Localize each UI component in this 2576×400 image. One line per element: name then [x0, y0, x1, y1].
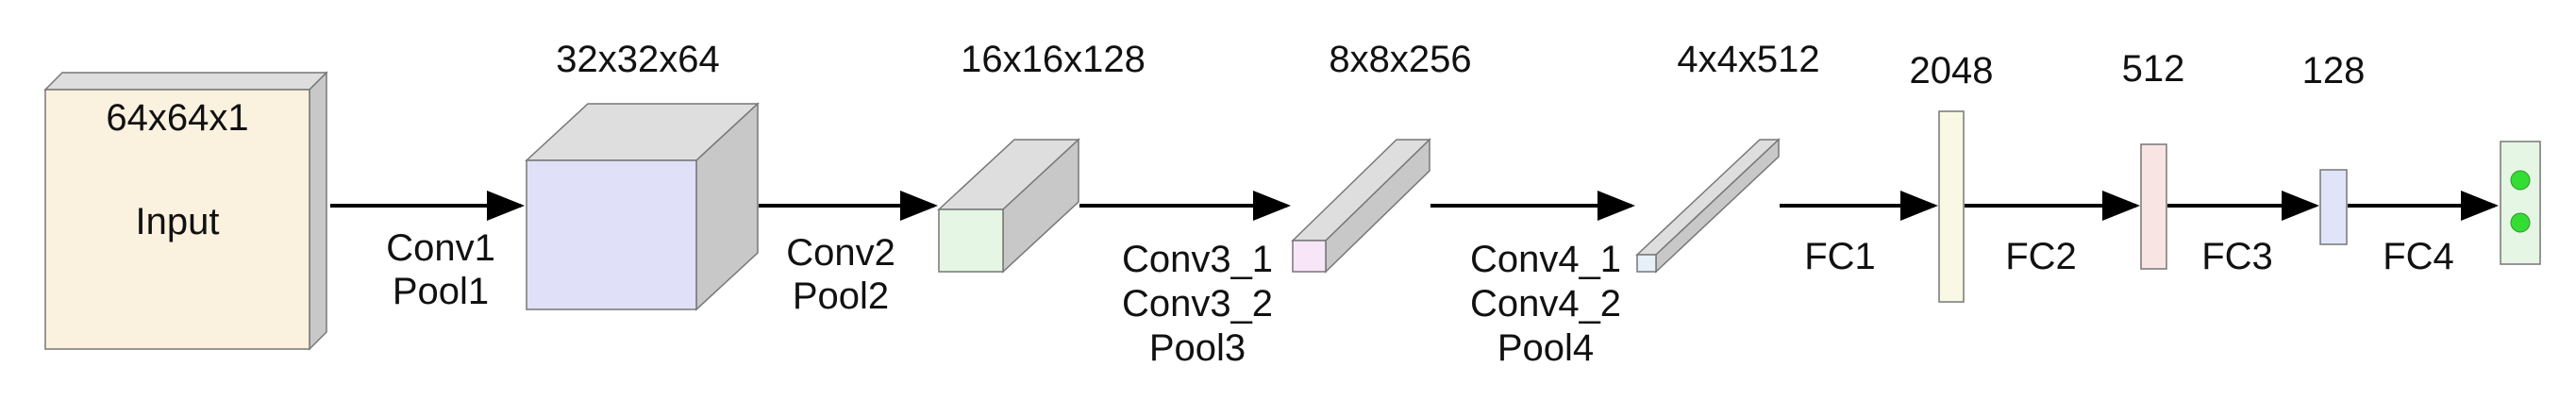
fc-layer-2-bar: [2140, 143, 2167, 270]
input-size-label: 64x64x1: [106, 97, 248, 139]
volume-4-side: [1655, 138, 1780, 274]
fc-layer-3-size-label: 128: [2302, 50, 2366, 92]
op-label-conv3-2: Conv3_2: [1122, 283, 1273, 325]
op-label-conv4-1: Conv4_1: [1470, 239, 1621, 280]
volume-2-size-label: 16x16x128: [961, 39, 1146, 80]
input-block-side: [309, 71, 327, 351]
volume-1: 32x32x64: [525, 39, 760, 311]
volume-4-top: [1635, 139, 1781, 256]
volume-2: 16x16x128: [937, 39, 1146, 274]
output-layer: [2500, 141, 2541, 265]
input-block-face: [44, 89, 310, 350]
op-label-fc1: FC1: [1804, 236, 1876, 277]
op-label-pool1: Pool1: [393, 271, 489, 312]
fc-layer-2-size-label: 512: [2122, 48, 2185, 90]
volume-3: 8x8x256: [1291, 39, 1472, 274]
volume-4-size-label: 4x4x512: [1677, 39, 1819, 80]
fc-layer-1-size-label: 2048: [1910, 50, 1994, 92]
fc-layer-3: 128: [2302, 50, 2366, 245]
volume-4-face: [1636, 254, 1657, 273]
fc-layer-3-bar: [2319, 169, 2348, 245]
op-label-conv2: Conv2: [786, 232, 895, 274]
input-block-top: [43, 72, 328, 91]
volume-2-face: [938, 208, 1004, 273]
volume-4: 4x4x512: [1635, 39, 1820, 274]
output-unit-2: [2510, 212, 2531, 233]
fc-layer-1-bar: [1938, 110, 1965, 303]
output-box: [2500, 141, 2541, 265]
op-label-fc3: FC3: [2201, 236, 2273, 277]
volume-3-size-label: 8x8x256: [1329, 39, 1471, 80]
op-label-fc4: FC4: [2383, 236, 2454, 277]
op-label-pool3: Pool3: [1149, 327, 1246, 369]
op-label-conv4-2: Conv4_2: [1470, 283, 1621, 325]
input-block: 64x64x1 Input: [43, 71, 328, 351]
op-label-conv3-1: Conv3_1: [1122, 239, 1273, 280]
output-unit-1: [2510, 170, 2531, 191]
op-label-pool4: Pool4: [1497, 327, 1594, 369]
op-label-fc2: FC2: [2005, 236, 2077, 277]
fc-layer-1: 2048: [1910, 50, 1994, 303]
op-label-conv1: Conv1: [386, 227, 495, 269]
fc-layer-2: 512: [2122, 48, 2185, 270]
volume-1-face: [526, 159, 697, 310]
op-label-pool2: Pool2: [793, 275, 889, 317]
volume-3-face: [1292, 240, 1327, 273]
input-label: Input: [136, 201, 220, 242]
volume-1-size-label: 32x32x64: [556, 39, 719, 80]
op-labels: Conv1 Pool1 Conv2 Pool2 Conv3_1 Conv3_2 …: [386, 227, 2454, 369]
